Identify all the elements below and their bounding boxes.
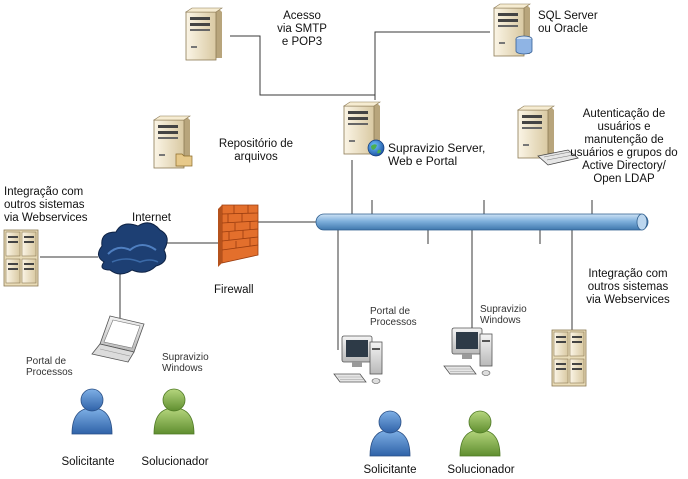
server-tower-icon	[185, 7, 223, 61]
portal-label-mid: Portal de Processos	[370, 306, 417, 328]
solicitante-label-left: Solicitante	[61, 456, 115, 468]
portal-label-left: Portal de Processos	[26, 356, 73, 378]
server-rack-icon	[551, 329, 587, 387]
firewall-icon	[218, 204, 259, 267]
laptop-icon	[91, 315, 145, 363]
windows-label-mid: Supravizio Windows	[480, 304, 527, 326]
firewall-label: Firewall	[214, 284, 254, 296]
file-repository-label: Repositório de arquivos	[218, 138, 294, 163]
internet-cloud-icon	[98, 222, 168, 275]
line-sql-server	[374, 31, 490, 100]
database-icon	[515, 35, 533, 55]
windows-label-left: Supravizio Windows	[162, 352, 209, 374]
user-green-icon	[153, 388, 195, 435]
user-blue-icon	[71, 388, 113, 435]
integration-label-left: Integração com outros sistemas via Webse…	[4, 186, 88, 224]
user-green-icon	[459, 410, 501, 457]
network-bus	[315, 213, 649, 231]
server-tower-icon	[517, 105, 555, 159]
user-blue-icon	[369, 410, 411, 457]
keyboard-icon	[537, 149, 579, 166]
integration-label-right: Integração com outros sistemas via Webse…	[586, 268, 670, 306]
folder-icon	[175, 153, 193, 167]
solicitante-label-mid: Solicitante	[363, 464, 417, 476]
supravizio-server-label: Supravizio Server, Web e Portal	[388, 141, 486, 168]
workstation-icon	[443, 327, 493, 376]
sql-server-label: SQL Server ou Oracle	[538, 10, 598, 35]
internet-label: Internet	[132, 212, 171, 224]
authentication-label: Autenticação de usuários e manutenção de…	[570, 108, 678, 185]
workstation-icon	[333, 335, 383, 384]
server-rack-icon	[3, 229, 39, 287]
smtp-access-label: Acesso via SMTP e POP3	[277, 10, 327, 48]
globe-icon	[367, 139, 385, 157]
solucionador-label-mid: Solucionador	[447, 464, 515, 476]
connector-lines	[40, 31, 593, 350]
solucionador-label-left: Solucionador	[141, 456, 209, 468]
